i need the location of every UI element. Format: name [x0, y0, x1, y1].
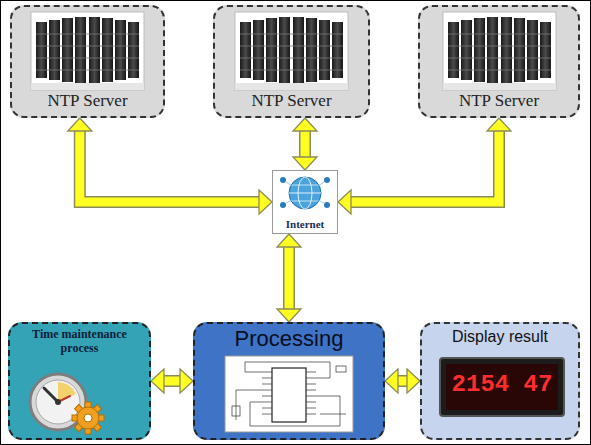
node-label: NTP Server: [251, 91, 331, 111]
double-arrow: [338, 118, 511, 214]
node-label: Time maintenance process: [14, 328, 145, 356]
double-arrow: [385, 369, 420, 393]
clock-gear-icon: [30, 374, 104, 434]
server-picture: [235, 12, 348, 90]
led-display: [440, 358, 564, 416]
node-label: Processing: [235, 326, 344, 351]
server-picture: [31, 12, 144, 90]
internet-globe: [280, 177, 330, 209]
node-label: NTP Server: [459, 91, 539, 111]
led-digits: 2154 47: [442, 370, 562, 400]
internet-box: Internet: [272, 170, 338, 234]
circuit-schematic: [225, 356, 353, 432]
server-box: NTP Server: [213, 5, 370, 118]
node-label: Internet: [284, 218, 327, 231]
server-picture: [443, 12, 556, 90]
server-box: NTP Server: [418, 5, 580, 118]
node-label: Display result: [452, 328, 548, 346]
double-arrow: [293, 118, 317, 170]
server-box: NTP Server: [10, 5, 165, 118]
double-arrow: [68, 118, 272, 214]
process-box: Processing: [193, 322, 385, 440]
double-arrow: [277, 234, 301, 322]
node-label: NTP Server: [47, 91, 127, 111]
double-arrow: [151, 369, 193, 393]
process-box: Time maintenance process: [8, 322, 151, 440]
